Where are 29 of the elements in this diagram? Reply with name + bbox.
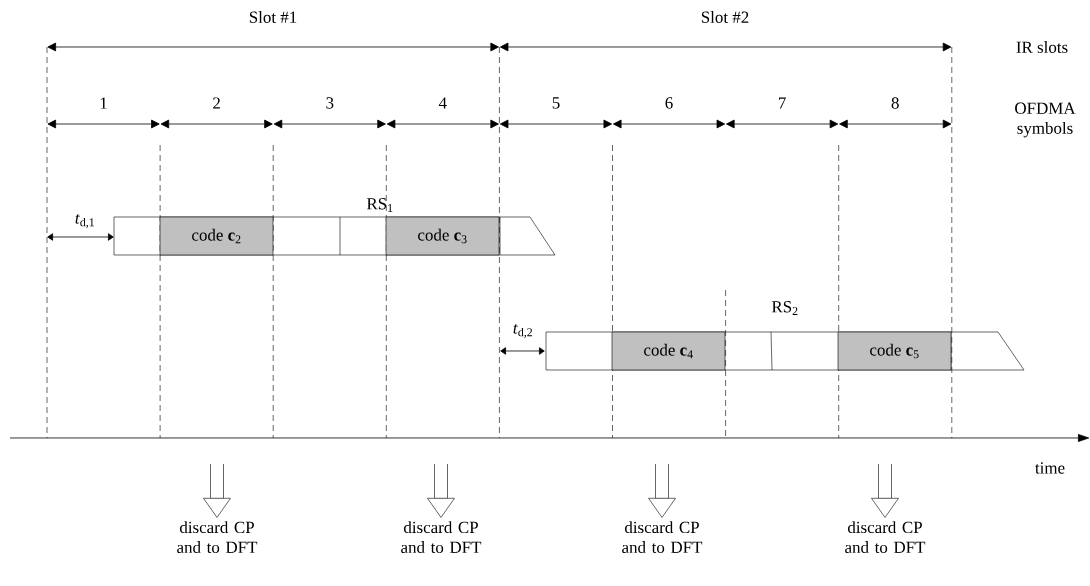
symbol-number: 2 [213,97,220,109]
hollow-arrow [427,464,455,518]
symbol-number: 1 [100,97,107,109]
hollow-arrow [203,464,231,518]
code-box: code c$_{3}$ [385,216,500,256]
slot-label: Slot #2 [701,11,749,23]
row-label: OFDMA symbols [1015,102,1076,138]
step-label: discard CP and to DFT [622,521,703,554]
row-label: IR slots [1016,41,1068,53]
code-box: code c$_{5}$ [837,331,952,371]
code-box: code c$_{4}$ [611,331,726,371]
symbol-number: 4 [438,97,447,109]
step-label: discard CP and to DFT [401,521,482,554]
node-label: RS$_{2}$ [771,301,798,315]
step-label: discard CP and to DFT [845,521,926,554]
delay-label: t$_{d,2}$ [513,324,533,338]
symbol-number: 6 [665,97,673,109]
symbol-number: 7 [779,97,786,109]
axis-label: time [1035,462,1065,474]
delay-label: t$_{d,1}$ [75,214,94,228]
slot-label: Slot #1 [249,11,297,23]
node-label: RS$_{1}$ [366,198,393,212]
hollow-arrow [648,464,676,518]
code-box: code c$_{2}$ [159,216,274,256]
hollow-arrow [871,464,899,518]
symbol-number: 3 [326,97,334,109]
symbol-number: 5 [552,97,560,109]
step-label: discard CP and to DFT [177,521,258,554]
symbol-number: 8 [891,97,899,109]
